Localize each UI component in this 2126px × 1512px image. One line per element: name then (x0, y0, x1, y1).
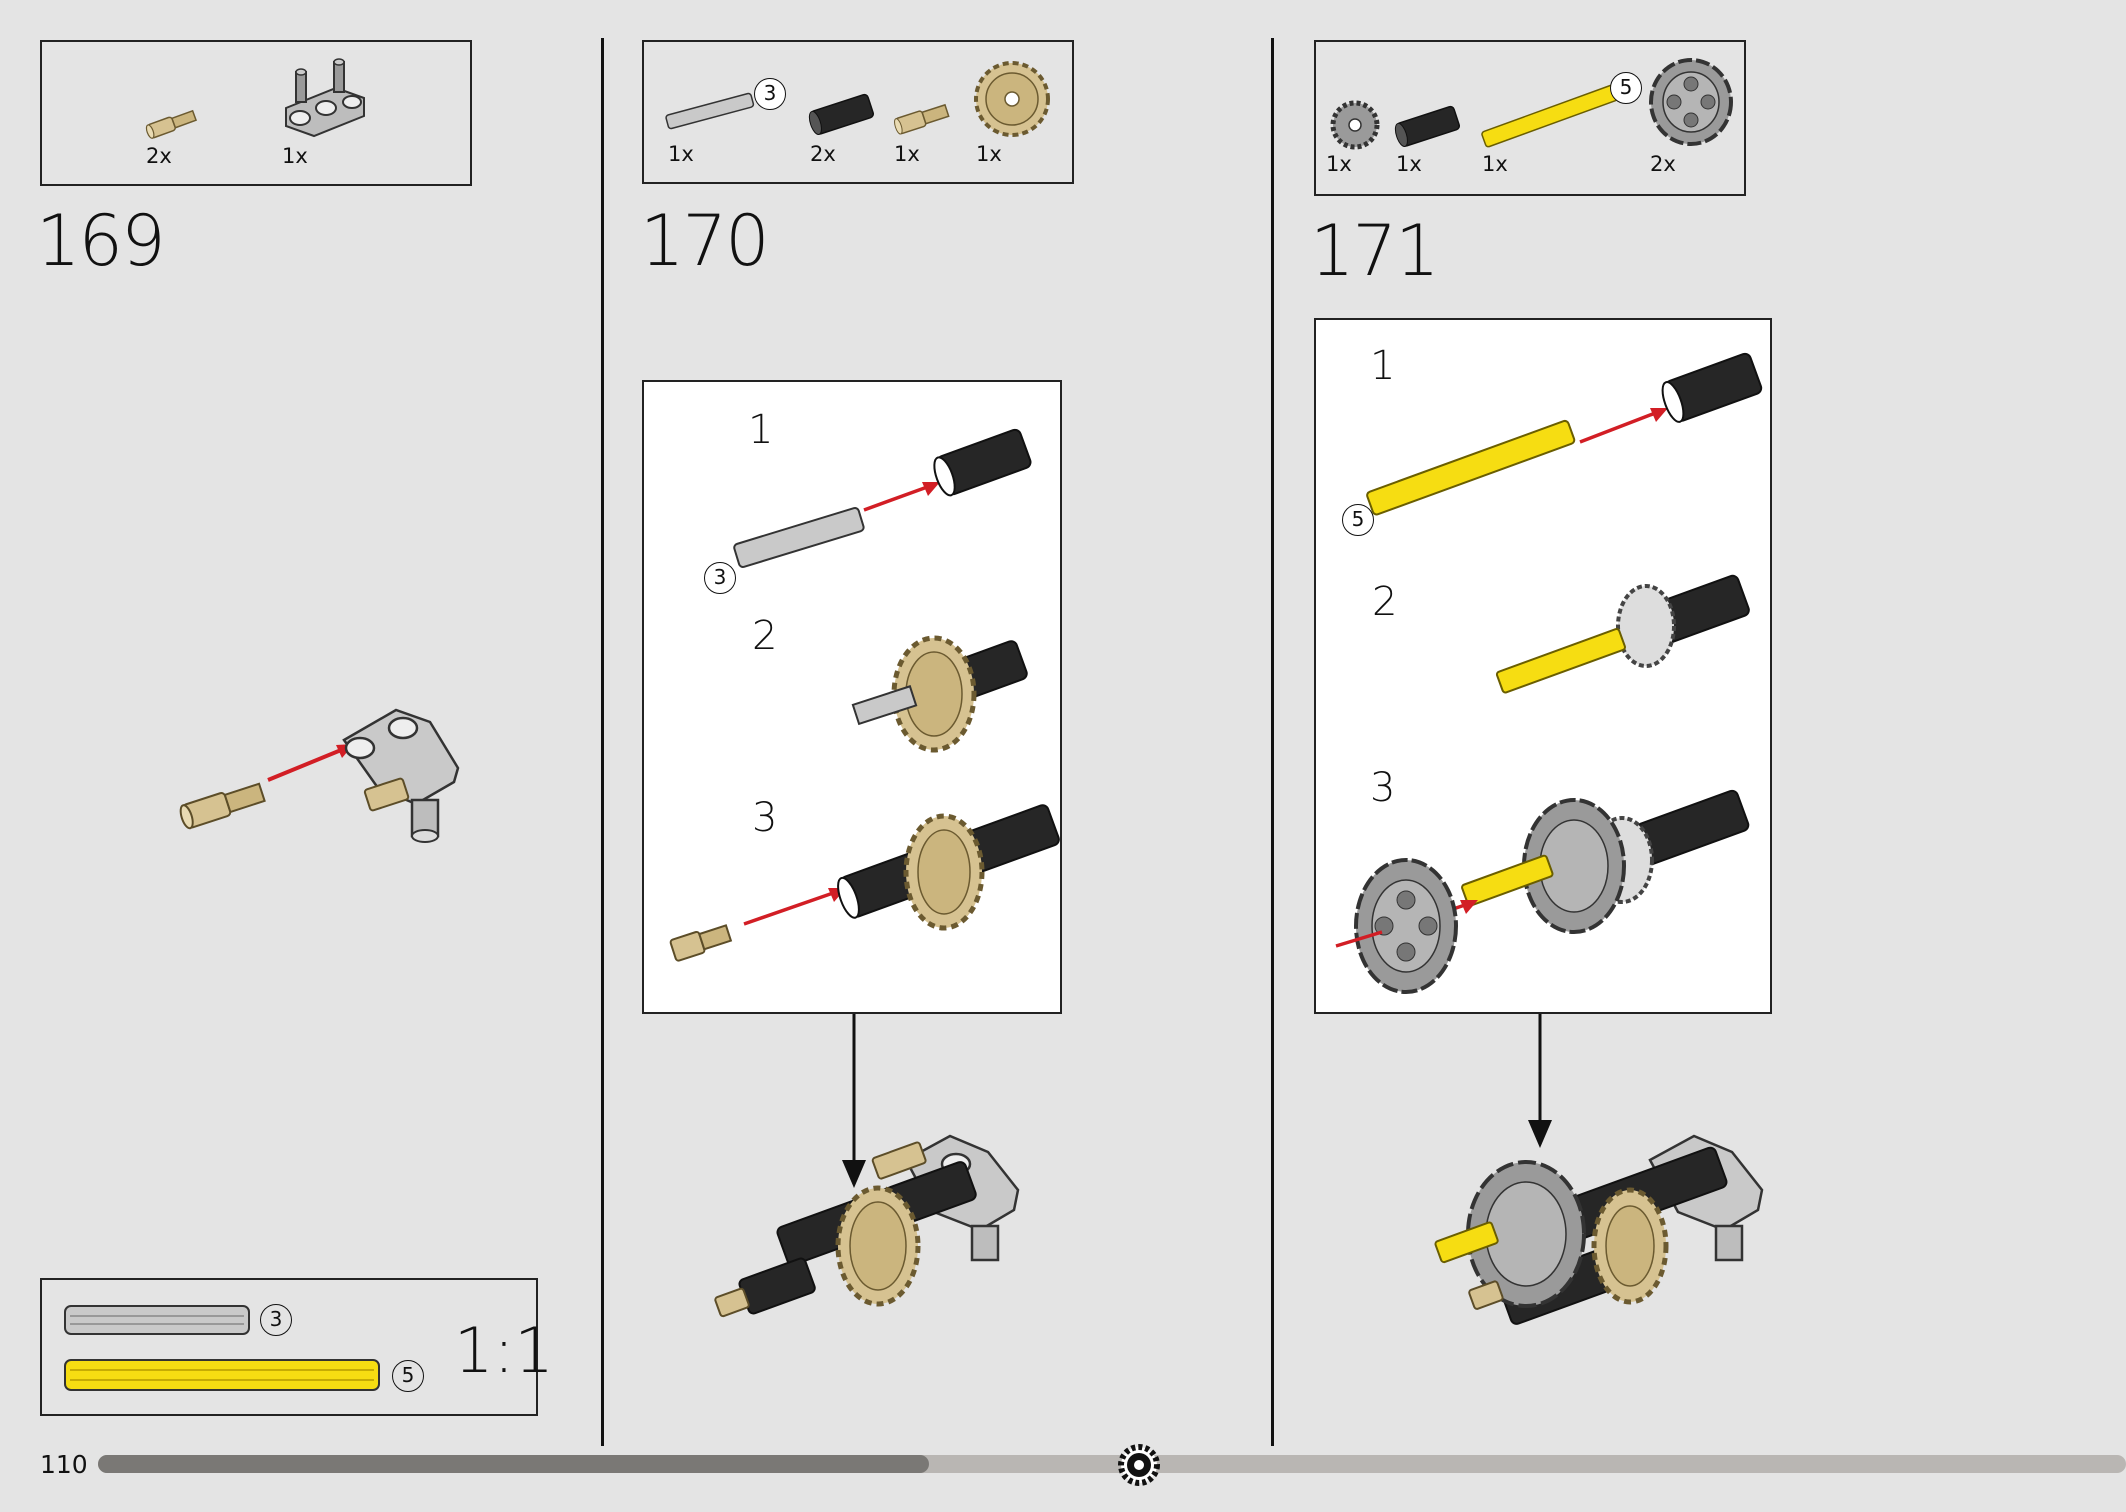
step-169-assembly-diagram (179, 708, 460, 843)
substep-2-diagram (851, 635, 1028, 753)
step-number: 169 (36, 200, 166, 282)
column-divider (601, 38, 604, 1446)
substep-3-diagram (669, 804, 1060, 962)
parts-list-box: 1x 1x 5 1x 2x (1314, 40, 1746, 196)
part-quantity: 1x (282, 144, 308, 168)
scale-box: 3 5 1:1 (40, 1278, 554, 1416)
part-quantity: 1x (1326, 152, 1352, 176)
column-divider (1271, 38, 1274, 1446)
yellow-axle-5-icon (1481, 84, 1619, 148)
part-quantity: 2x (146, 144, 172, 168)
step-171-assembly-diagram (1434, 1134, 1764, 1325)
step-number: 170 (640, 200, 770, 282)
part-quantity: 2x (1650, 152, 1676, 176)
step-170-assembly-diagram (714, 1134, 1020, 1318)
down-arrow (1528, 1014, 1552, 1148)
progress-bar-fill (98, 1455, 930, 1473)
substep-number: 2 (752, 613, 778, 659)
part-quantity: 1x (894, 142, 920, 166)
progress-bar (98, 1455, 2126, 1473)
sub-assembly-box: 1 5 2 3 (1314, 318, 1772, 1014)
substep-1-diagram (733, 428, 1032, 568)
substep-number: 2 (1372, 579, 1398, 625)
grey-pin-connector-icon (285, 58, 365, 138)
page-number: 110 (40, 1450, 88, 1479)
substep-number: 1 (1370, 343, 1396, 389)
length-callout: 3 (704, 562, 736, 594)
gear-icon (1118, 1444, 1160, 1486)
length-callout: 3 (754, 78, 786, 110)
parts-list-box: 3 1x 2x 1x 1x (642, 40, 1074, 184)
length-callout: 5 (1342, 504, 1374, 536)
black-axle-connector-icon (1394, 105, 1460, 147)
substep-number: 3 (1370, 765, 1396, 811)
tan-axle-pin-icon (145, 109, 198, 139)
sub-assembly-box: 1 3 2 3 (642, 380, 1062, 1014)
part-quantity: 2x (810, 142, 836, 166)
grey-axle-3-scale-icon (64, 1305, 250, 1335)
grey-gear-small-icon (1330, 100, 1380, 150)
substep-1-diagram (1366, 352, 1763, 516)
yellow-axle-5-scale-icon (64, 1359, 380, 1391)
grey-hub-icon (1649, 58, 1733, 146)
tan-axle-pin-icon (894, 103, 950, 135)
length-callout: 5 (1610, 72, 1642, 104)
black-axle-connector-icon (808, 93, 874, 135)
parts-list-box: 2x 1x (40, 40, 472, 186)
part-quantity: 1x (1396, 152, 1422, 176)
part-quantity: 1x (1482, 152, 1508, 176)
substep-number: 3 (752, 795, 778, 841)
tan-gear-20-icon (974, 61, 1050, 137)
length-callout: 3 (260, 1304, 292, 1336)
step-number: 171 (1310, 210, 1440, 292)
part-quantity: 1x (976, 142, 1002, 166)
grey-axle-3-icon (665, 92, 755, 130)
substep-3-diagram (1335, 789, 1750, 994)
part-quantity: 1x (668, 142, 694, 166)
down-arrow (842, 1014, 866, 1188)
substep-number: 1 (748, 407, 774, 453)
scale-ratio: 1:1 (454, 1314, 554, 1387)
length-callout: 5 (392, 1360, 424, 1392)
substep-2-diagram (1495, 574, 1750, 694)
